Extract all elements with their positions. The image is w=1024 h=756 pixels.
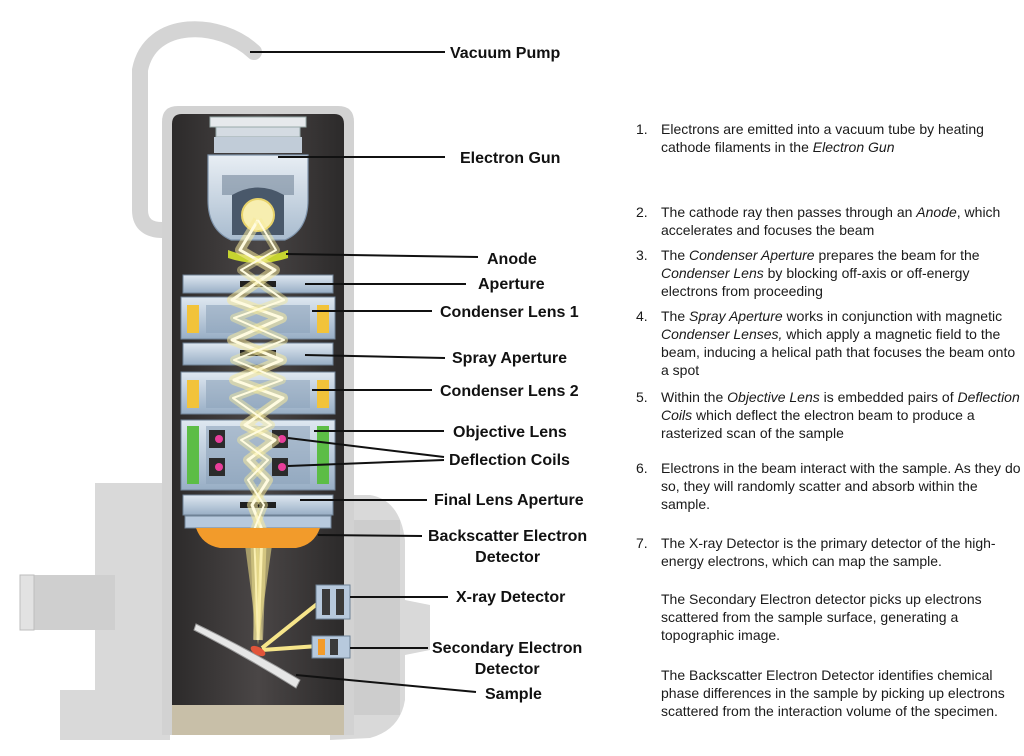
step-text: The cathode ray then passes through an A… xyxy=(661,203,1024,239)
step-segment: works in conjunction with magnetic xyxy=(782,308,1003,324)
label-backscatter-line-2: Detector xyxy=(475,549,541,566)
step-segment: which apply a magnetic field to the beam… xyxy=(661,326,1016,378)
step-text: Electrons in the beam interact with the … xyxy=(661,459,1024,513)
step-segment: The xyxy=(661,308,690,324)
step-segment: The X-ray Detector is the primary detect… xyxy=(661,535,996,569)
vacuum-pump-hose xyxy=(132,21,262,238)
label-spray-aperture: Spray Aperture xyxy=(452,350,567,367)
leader-lines xyxy=(250,51,479,693)
step-segment: Electrons in the beam interact with the … xyxy=(661,460,1021,512)
step-number: 5. xyxy=(636,389,648,405)
step-emphasis: Condenser Lenses, xyxy=(661,326,783,342)
note-backscatter-detector: The Backscatter Electron Detector identi… xyxy=(661,667,1005,719)
label-aperture: Aperture xyxy=(478,276,545,293)
step-segment: , which accelerates and focuses the beam xyxy=(661,204,1001,238)
step-segment: Within the xyxy=(661,389,728,405)
step-emphasis: Spray Aperture xyxy=(689,308,783,324)
step-emphasis: Deflection Coils xyxy=(661,389,1020,423)
electron-beam xyxy=(227,217,324,652)
step-segment: prepares the beam for the xyxy=(814,247,980,263)
label-condenser-lens-1: Condenser Lens 1 xyxy=(440,304,579,321)
label-backscatter-line-1: Backscatter Electron xyxy=(428,528,588,545)
deflection-coils xyxy=(209,430,288,476)
step-number: 7. xyxy=(636,535,648,551)
backscatter-detector xyxy=(196,528,320,548)
step-segment: Electrons are emitted into a vacuum tube… xyxy=(661,121,984,155)
step-emphasis: Anode xyxy=(916,204,957,220)
label-secondary-line-2: Detector xyxy=(474,661,540,678)
label-secondary-line-1: Secondary Electron xyxy=(432,640,583,657)
step-emphasis: Objective Lens xyxy=(727,389,820,405)
step-segment: The xyxy=(661,247,690,263)
label-anode: Anode xyxy=(487,251,537,268)
step-text: The X-ray Detector is the primary detect… xyxy=(661,534,1024,570)
secondary-electron-detector xyxy=(311,635,351,659)
label-final-lens-aperture: Final Lens Aperture xyxy=(434,492,584,509)
step-text: Within the Objective Lens is embedded pa… xyxy=(661,388,1024,442)
step-text: Electrons are emitted into a vacuum tube… xyxy=(661,120,1024,156)
step-number: 3. xyxy=(636,247,648,263)
label-electron-gun: Electron Gun xyxy=(460,150,561,167)
step-number: 2. xyxy=(636,204,648,220)
step-emphasis: Electron Gun xyxy=(812,139,895,155)
step-text: The Spray Aperture works in conjunction … xyxy=(661,307,1024,379)
label-condenser-lens-2: Condenser Lens 2 xyxy=(440,383,579,400)
label-xray-detector: X-ray Detector xyxy=(456,589,566,606)
step-emphasis: Condenser Aperture xyxy=(689,247,815,263)
label-secondary-detector: Secondary Electron Detector xyxy=(432,638,582,680)
label-deflection-coils: Deflection Coils xyxy=(449,452,570,469)
step-text: The Condenser Aperture prepares the beam… xyxy=(661,246,1024,300)
step-number: 6. xyxy=(636,460,648,476)
step-segment: is embedded pairs of xyxy=(819,389,958,405)
sample-stage xyxy=(193,623,301,689)
step-segment: which deflect the electron beam to produ… xyxy=(661,407,975,441)
xray-detector xyxy=(315,584,351,620)
label-backscatter-detector: Backscatter Electron Detector xyxy=(428,526,587,568)
electron-gun xyxy=(207,116,309,241)
step-segment: by blocking off-axis or off-energy elect… xyxy=(661,265,970,299)
note-secondary-detector: The Secondary Electron detector picks up… xyxy=(661,591,982,643)
instrument-housing xyxy=(19,483,430,740)
step-emphasis: Condenser Lens xyxy=(661,265,764,281)
step-segment: The cathode ray then passes through an xyxy=(661,204,917,220)
step-number: 1. xyxy=(636,121,648,137)
label-sample: Sample xyxy=(485,686,542,703)
label-vacuum-pump: Vacuum Pump xyxy=(450,45,561,62)
label-objective-lens: Objective Lens xyxy=(453,424,567,441)
step-number: 4. xyxy=(636,308,648,324)
